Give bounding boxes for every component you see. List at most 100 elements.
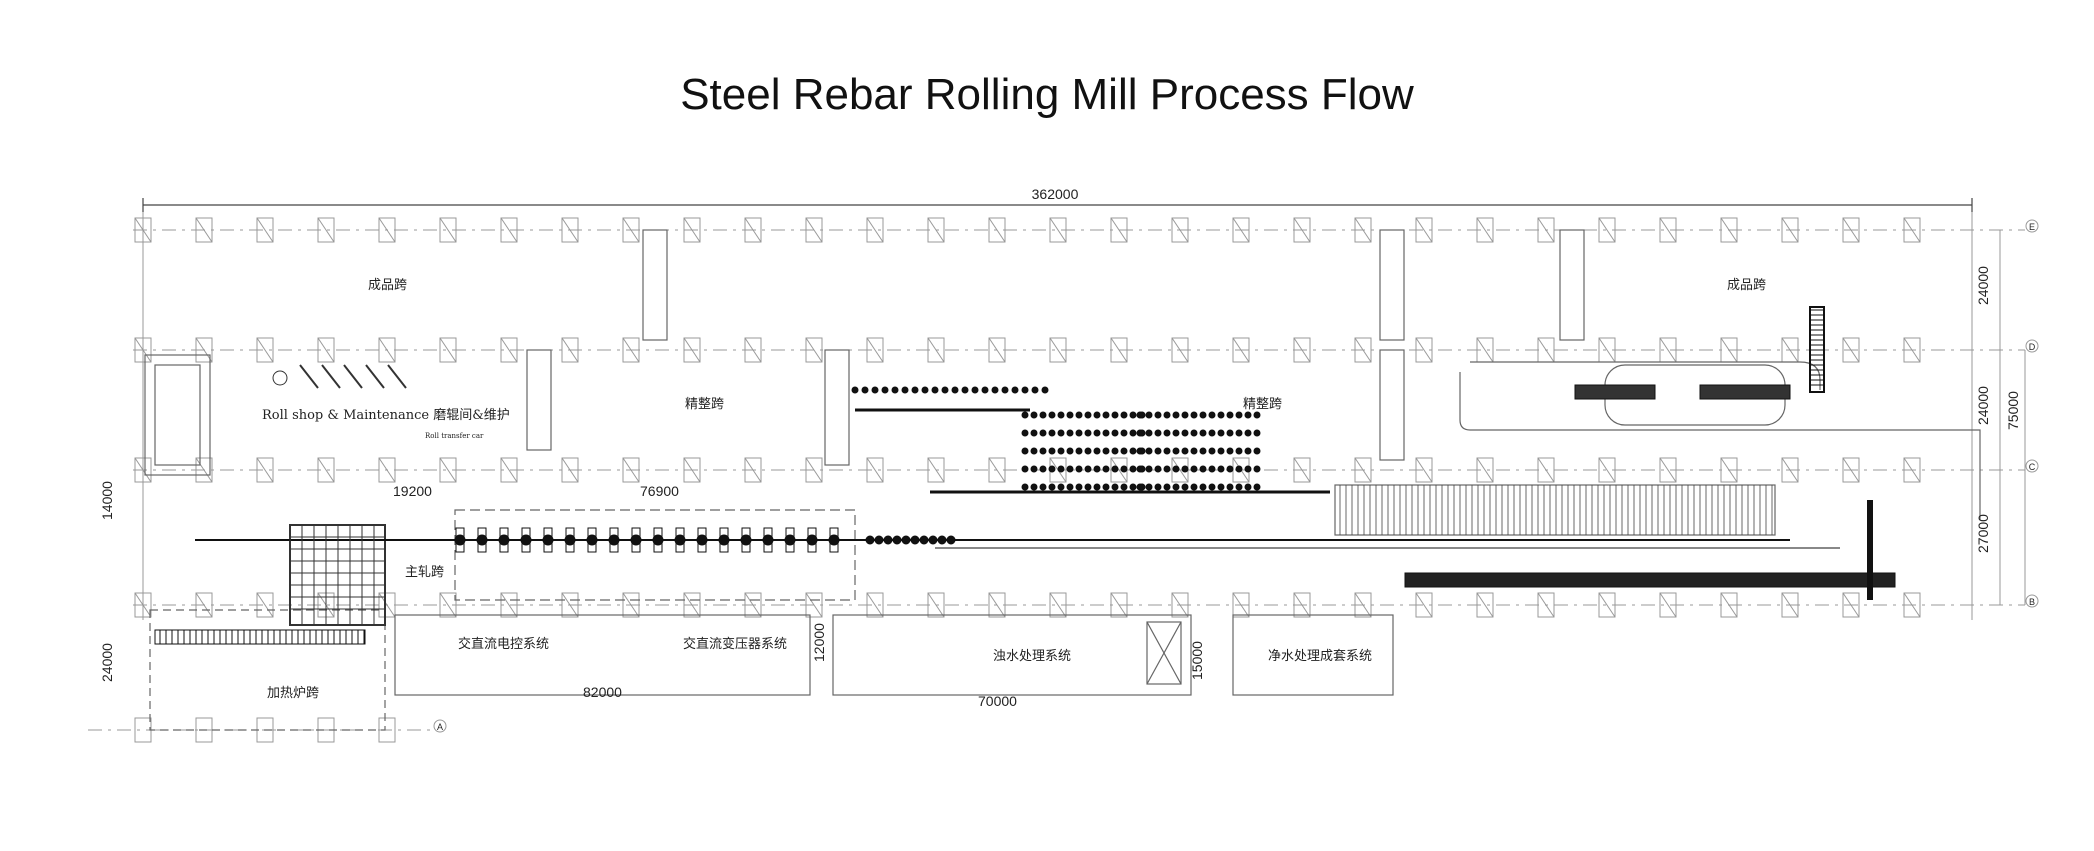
- column-cross: [988, 217, 1006, 243]
- column-marker: [378, 337, 396, 363]
- runout-table: [1404, 572, 1896, 588]
- column-marker: [927, 457, 945, 483]
- column-cross: [378, 337, 396, 363]
- finishing-equipment: [1093, 429, 1101, 437]
- shear-line-equipment: [1041, 386, 1049, 394]
- rolling-stand: [608, 534, 620, 546]
- finishing-equipment: [1226, 447, 1234, 455]
- column-marker: [1720, 457, 1738, 483]
- column-cross: [744, 592, 762, 618]
- column-cross: [1415, 217, 1433, 243]
- finishing-equipment: [1111, 447, 1119, 455]
- column-cross: [744, 217, 762, 243]
- column-cross: [1903, 592, 1921, 618]
- column-cross: [1293, 337, 1311, 363]
- roll-rack: [387, 364, 407, 389]
- column-marker: [1171, 337, 1189, 363]
- column-marker: [1720, 217, 1738, 243]
- finishing-equipment: [1163, 483, 1171, 491]
- finishing-equipment: [1021, 483, 1029, 491]
- finishing-equipment: [1075, 465, 1083, 473]
- column-cross: [439, 592, 457, 618]
- column-marker: [1049, 592, 1067, 618]
- column-cross: [317, 337, 335, 363]
- finishing-stand: [901, 535, 911, 545]
- column-cross: [1110, 592, 1128, 618]
- finishing-equipment: [1138, 411, 1146, 419]
- column-cross: [683, 592, 701, 618]
- column-marker: [744, 337, 762, 363]
- column-cross: [256, 592, 274, 618]
- rolling-stand-housing: [675, 527, 685, 553]
- clean-water-label: 净水处理成套系统: [1268, 648, 1372, 664]
- column-cross: [1720, 457, 1738, 483]
- column-marker: [744, 457, 762, 483]
- column-marker: [988, 337, 1006, 363]
- column-cross: [561, 592, 579, 618]
- main-rolling-bay-label: 主轧跨: [405, 565, 444, 580]
- column-marker: [500, 592, 518, 618]
- column-marker: [378, 717, 396, 743]
- finishing-equipment: [1145, 411, 1153, 419]
- column-marker: [1293, 457, 1311, 483]
- finishing-equipment: [1253, 429, 1261, 437]
- column-marker: [1171, 217, 1189, 243]
- finishing-equipment: [1102, 429, 1110, 437]
- column-cross: [500, 457, 518, 483]
- column-cross: [1537, 457, 1555, 483]
- roll-rack: [299, 364, 319, 389]
- column-marker: [1354, 217, 1372, 243]
- shear-line-equipment: [851, 386, 859, 394]
- column-cross: [988, 457, 1006, 483]
- column-cross: [195, 217, 213, 243]
- finishing-equipment: [1129, 465, 1137, 473]
- finishing-equipment: [1253, 447, 1261, 455]
- column-marker: [317, 337, 335, 363]
- column-marker: [1842, 457, 1860, 483]
- finishing-equipment: [1235, 465, 1243, 473]
- finishing-equipment: [1235, 483, 1243, 491]
- finishing-bay-center-label: 精整跨: [685, 397, 724, 412]
- rolling-stand: [740, 534, 752, 546]
- column-cross: [195, 592, 213, 618]
- column-cross: [1171, 592, 1189, 618]
- column-marker: [1415, 337, 1433, 363]
- column-marker: [1232, 337, 1250, 363]
- finishing-equipment: [1154, 447, 1162, 455]
- column-cross: [1415, 457, 1433, 483]
- finishing-equipment: [1021, 465, 1029, 473]
- roll-rack: [321, 364, 341, 389]
- column-marker: [1476, 457, 1494, 483]
- roll-rack: [343, 364, 363, 389]
- column-cross: [866, 457, 884, 483]
- column-cross: [1293, 457, 1311, 483]
- column-marker: [439, 457, 457, 483]
- finishing-equipment: [1093, 411, 1101, 419]
- finishing-equipment: [1190, 447, 1198, 455]
- column-cross: [622, 592, 640, 618]
- rolling-stand-housing: [455, 527, 465, 553]
- finishing-equipment: [1199, 411, 1207, 419]
- rolling-stand-housing: [763, 527, 773, 553]
- column-marker: [256, 337, 274, 363]
- finishing-equipment: [1163, 411, 1171, 419]
- finishing-equipment: [1021, 429, 1029, 437]
- finishing-equipment: [1066, 465, 1074, 473]
- column-marker: [195, 217, 213, 243]
- column-cross: [805, 217, 823, 243]
- axis-bubble: [2025, 219, 2039, 233]
- finishing-equipment: [1102, 411, 1110, 419]
- rolling-stand-housing: [587, 527, 597, 553]
- finishing-equipment: [1075, 483, 1083, 491]
- finishing-equipment: [1172, 465, 1180, 473]
- shear-line-equipment: [1031, 386, 1039, 394]
- column-marker: [195, 337, 213, 363]
- column-marker: [683, 592, 701, 618]
- dim-right-75000: 75000: [2005, 391, 2021, 430]
- column-cross: [1842, 457, 1860, 483]
- finishing-equipment: [1172, 447, 1180, 455]
- finishing-equipment: [1120, 483, 1128, 491]
- finishing-equipment: [1199, 483, 1207, 491]
- column-cross: [317, 217, 335, 243]
- axis-bubble: [2025, 459, 2039, 473]
